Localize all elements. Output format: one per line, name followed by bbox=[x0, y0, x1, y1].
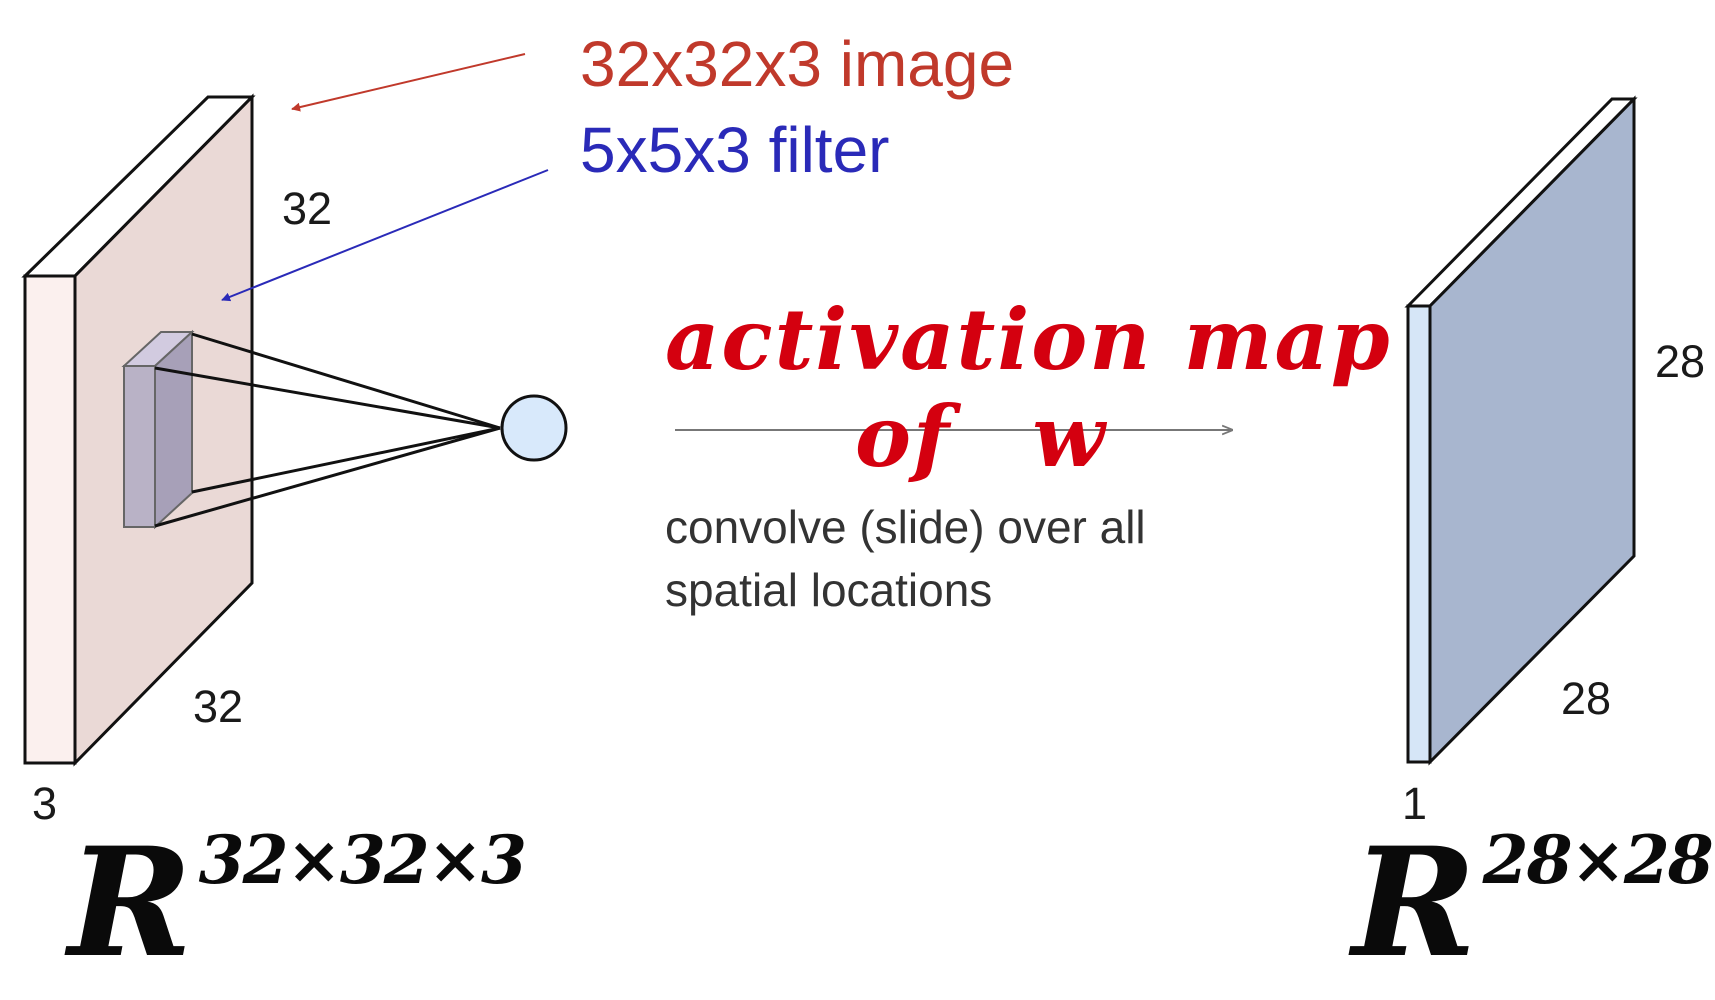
convolve-caption: convolve (slide) over all spatial locati… bbox=[665, 496, 1146, 623]
input-volume-front-slab bbox=[23, 274, 77, 765]
handwritten-input-space: R32×32×3 bbox=[68, 827, 527, 978]
output-height-label: 28 bbox=[1655, 336, 1706, 387]
input-depth-label: 3 bbox=[32, 778, 58, 829]
image-label-arrow bbox=[291, 53, 526, 112]
field-line-bottom-inner bbox=[154, 426, 501, 528]
convolve-caption-line1: convolve (slide) over all bbox=[665, 501, 1146, 553]
output-space-base: R bbox=[1352, 815, 1477, 991]
activation-map-front-slab bbox=[1406, 304, 1432, 764]
handwritten-of-w: of w bbox=[855, 387, 1107, 486]
output-depth-label: 1 bbox=[1402, 778, 1428, 829]
input-space-exponent: 32×32×3 bbox=[198, 821, 527, 899]
image-label: 32x32x3 image bbox=[580, 28, 1015, 100]
output-width-label: 28 bbox=[1561, 673, 1612, 724]
handwritten-activation-map: activation map bbox=[665, 290, 1392, 389]
handwritten-output-space: R28×28 bbox=[1352, 827, 1714, 978]
input-width-label: 32 bbox=[193, 681, 244, 732]
filter-box bbox=[121, 329, 195, 530]
output-neuron bbox=[500, 394, 568, 462]
input-height-label: 32 bbox=[282, 183, 333, 234]
field-line-top-outer bbox=[191, 332, 501, 430]
input-space-base: R bbox=[68, 815, 193, 991]
field-line-bottom-outer bbox=[191, 426, 501, 494]
receptive-field-lines bbox=[154, 332, 501, 528]
filter-side bbox=[154, 329, 193, 530]
filter-label-arrow bbox=[221, 169, 549, 302]
filter-front bbox=[123, 365, 156, 528]
convolve-caption-line2: spatial locations bbox=[665, 564, 993, 617]
activation-map-volume bbox=[1404, 95, 1638, 766]
field-line-top-inner bbox=[154, 366, 501, 430]
filter-label: 5x5x3 filter bbox=[580, 114, 890, 186]
output-space-exponent: 28×28 bbox=[1482, 821, 1714, 899]
